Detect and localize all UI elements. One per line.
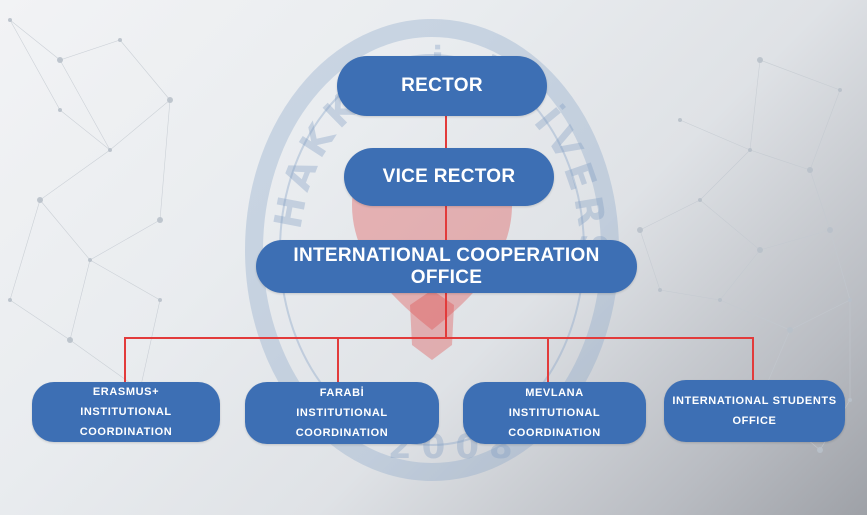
farabi-unit-node: FARABİ INSTITUTIONAL COORDINATION	[245, 382, 439, 444]
farabi-line-2: INSTITUTIONAL	[296, 407, 388, 419]
connector-unit-3	[547, 337, 549, 382]
connector-office-units	[445, 293, 447, 338]
international-cooperation-office-node: INTERNATIONAL COOPERATION OFFICE	[256, 240, 637, 293]
connector-horizontal	[124, 337, 754, 339]
vice-rector-node: VICE RECTOR	[344, 148, 554, 206]
rector-node: RECTOR	[337, 56, 547, 116]
connector-rector-vice	[445, 116, 447, 148]
vice-rector-label: VICE RECTOR	[382, 166, 516, 187]
erasmus-line-1: ERASMUS+	[92, 386, 160, 398]
mevlana-unit-node: MEVLANA INSTITUTIONAL COORDINATION	[463, 382, 646, 444]
farabi-line-3: COORDINATION	[295, 427, 389, 439]
students-office-line-2: OFFICE	[732, 415, 777, 427]
seal-top-text-path: HAKKARİ ÜNİVERSİTESİ	[0, 0, 609, 267]
international-students-office-node: INTERNATIONAL STUDENTS OFFICE	[664, 380, 845, 442]
office-label: INTERNATIONAL COOPERATION OFFICE	[293, 244, 600, 288]
connector-unit-4	[752, 337, 754, 382]
seal-shield	[410, 290, 454, 360]
connector-vice-office	[445, 206, 447, 240]
rector-label: RECTOR	[401, 75, 483, 96]
erasmus-unit-node: ERASMUS+ INSTITUTIONAL COORDINATION	[32, 382, 220, 442]
farabi-line-1: FARABİ	[319, 387, 365, 399]
erasmus-line-3: COORDINATION	[79, 426, 173, 438]
students-office-line-1: INTERNATIONAL STUDENTS	[672, 395, 837, 407]
connector-unit-2	[337, 337, 339, 382]
connector-unit-1	[124, 337, 126, 382]
erasmus-line-2: INSTITUTIONAL	[80, 406, 172, 418]
mevlana-line-3: COORDINATION	[508, 427, 601, 439]
mevlana-line-2: INSTITUTIONAL	[508, 407, 601, 419]
seal-top-text: HAKKARİ ÜNİVERSİTESİ	[0, 0, 615, 267]
mevlana-line-1: MEVLANA	[525, 387, 584, 399]
